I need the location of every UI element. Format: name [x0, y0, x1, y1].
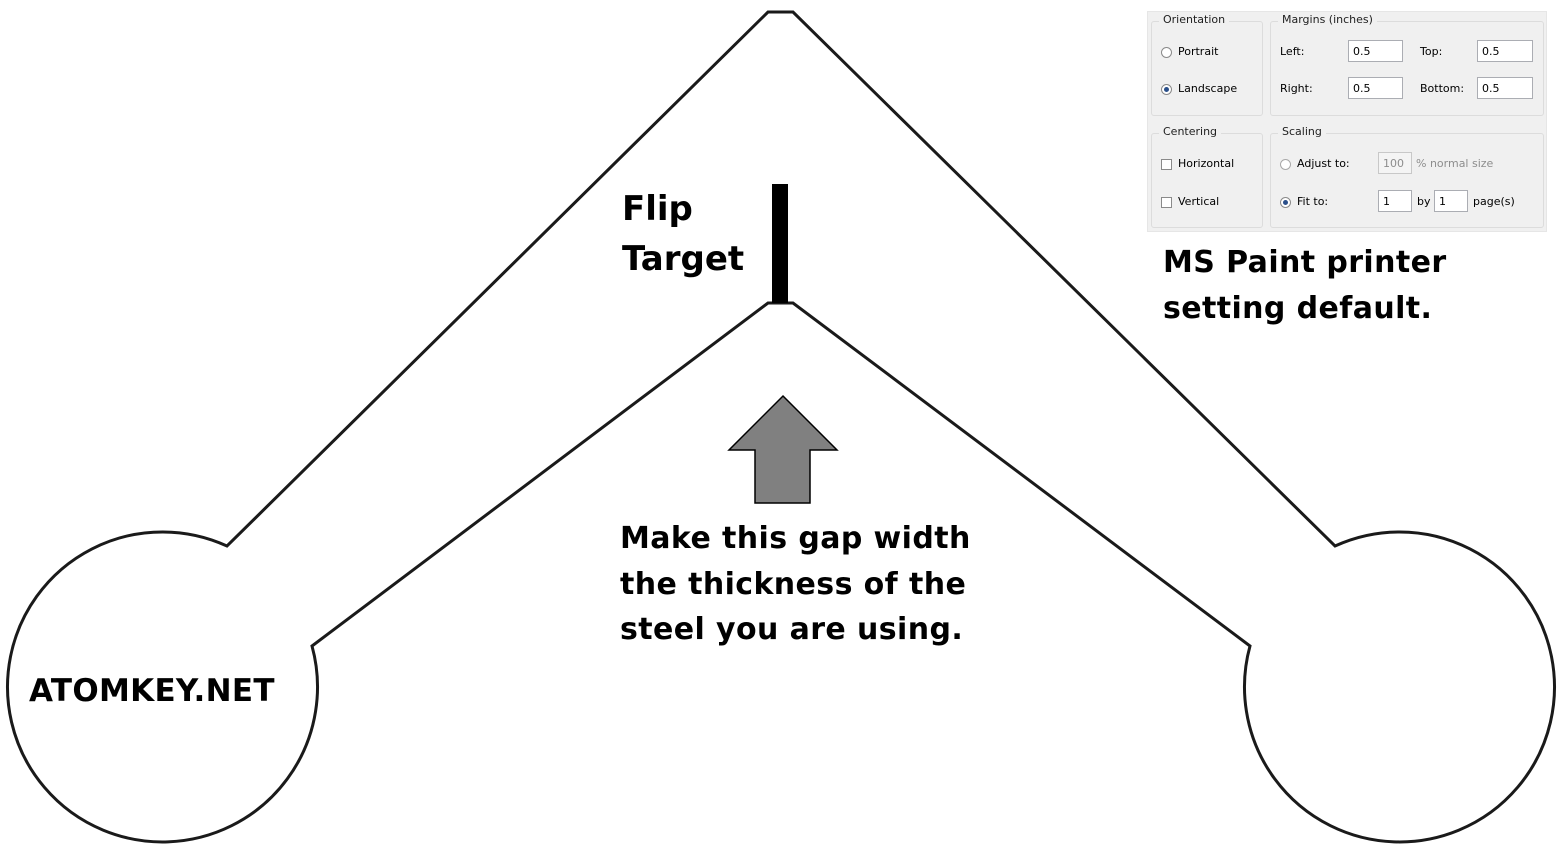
gap-instruction-line-3: steel you are using. — [620, 612, 964, 647]
margins-group: Margins (inches) Left: Top: Right: Botto… — [1270, 13, 1544, 116]
fit-to-radio[interactable] — [1280, 197, 1291, 208]
portrait-label: Portrait — [1178, 45, 1219, 58]
vertical-checkbox[interactable] — [1161, 197, 1172, 208]
flip-target-label: Flip Target — [622, 184, 744, 284]
portrait-radio[interactable] — [1161, 47, 1172, 58]
adjust-to-radio[interactable] — [1280, 159, 1291, 170]
fit-wide-input[interactable] — [1378, 190, 1412, 212]
landscape-label: Landscape — [1178, 82, 1238, 95]
scaling-group: Scaling Adjust to: % normal size Fit to:… — [1270, 125, 1544, 228]
top-margin-input[interactable] — [1477, 40, 1533, 62]
flip-label-line-1: Flip — [622, 189, 693, 229]
adjust-to-label: Adjust to: — [1297, 157, 1350, 170]
printer-note-line-2: setting default. — [1163, 290, 1433, 326]
centering-group: Centering Horizontal Vertical — [1151, 125, 1263, 228]
horizontal-label: Horizontal — [1178, 157, 1235, 170]
gap-instruction-line-2: the thickness of the — [620, 566, 967, 602]
fit-tall-input[interactable] — [1434, 190, 1468, 212]
bottom-margin-label: Bottom: — [1420, 82, 1465, 95]
gap-instruction: Make this gap width the thickness of the… — [620, 516, 971, 653]
page-setup-dialog: Orientation Portrait Landscape Margins (… — [1147, 11, 1547, 232]
adjust-to-input[interactable] — [1378, 152, 1412, 174]
flip-label-line-2: Target — [622, 239, 745, 279]
site-name: ATOMKEY.NET — [29, 673, 275, 709]
printer-note-line-1: MS Paint printer — [1163, 245, 1447, 280]
fit-to-label: Fit to: — [1297, 195, 1329, 208]
landscape-radio[interactable] — [1161, 84, 1172, 95]
bottom-margin-input[interactable] — [1477, 77, 1533, 99]
orientation-group: Orientation Portrait Landscape — [1151, 13, 1263, 116]
pages-label: page(s) — [1473, 195, 1515, 208]
orientation-title: Orientation — [1159, 13, 1230, 27]
centering-title: Centering — [1159, 125, 1222, 139]
flip-target-bar — [772, 184, 788, 303]
gap-instruction-line-1: Make this gap width — [620, 521, 971, 556]
right-margin-label: Right: — [1280, 82, 1313, 95]
margins-title: Margins (inches) — [1278, 13, 1377, 27]
left-margin-label: Left: — [1280, 45, 1305, 58]
normal-size-label: % normal size — [1416, 157, 1494, 170]
up-arrow-icon — [727, 394, 839, 504]
printer-setting-note: MS Paint printer setting default. — [1163, 240, 1447, 331]
by-label: by — [1417, 195, 1431, 208]
right-margin-input[interactable] — [1348, 77, 1403, 99]
scaling-title: Scaling — [1278, 125, 1326, 139]
top-margin-label: Top: — [1420, 45, 1443, 58]
template-outer-outline — [6, 10, 1556, 844]
vertical-label: Vertical — [1178, 195, 1220, 208]
left-margin-input[interactable] — [1348, 40, 1403, 62]
horizontal-checkbox[interactable] — [1161, 159, 1172, 170]
